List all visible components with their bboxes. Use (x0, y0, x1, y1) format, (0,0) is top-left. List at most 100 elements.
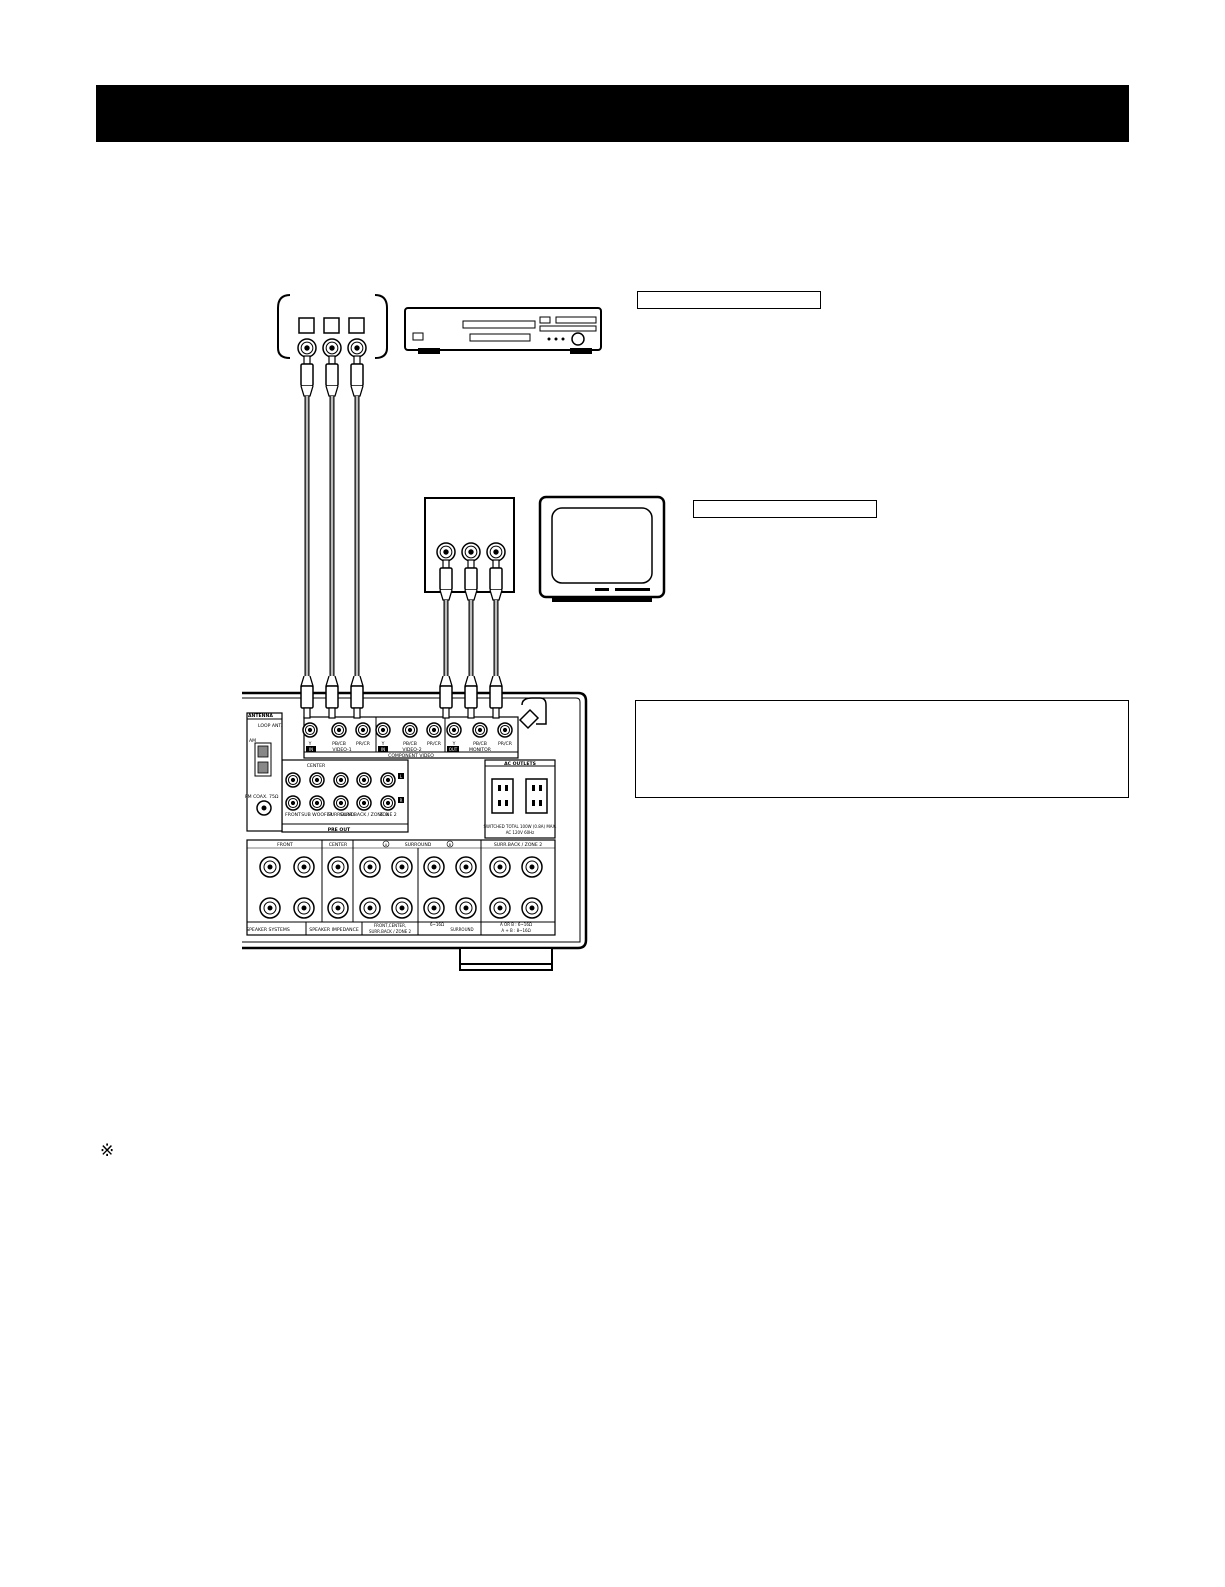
component-video-jack (497, 722, 513, 738)
component-video-jack (472, 722, 488, 738)
reference-mark: ※ (100, 1141, 115, 1161)
speaker-surr-back-label: SURR.BACK / ZONE 2 (494, 842, 542, 848)
component-video-jack (355, 722, 371, 738)
fm-coax-label: FM COAX. 75Ω (245, 794, 279, 800)
note-box (635, 700, 1129, 798)
video2-label: VIDEO-2 (402, 747, 421, 753)
cables-layer (300, 355, 503, 719)
video1-y-label: Y (308, 741, 312, 747)
dvd-plug (300, 355, 314, 397)
monitor-y-label: Y (452, 741, 456, 747)
front-center-label-2: SURR.BACK / ZONE 2 (369, 929, 412, 934)
speaker-terminal (259, 856, 281, 878)
pre-out-jack (309, 772, 325, 788)
pre-out-jack (356, 772, 372, 788)
monitor-label-box (693, 500, 877, 518)
dvd-player (404, 307, 602, 354)
receiver-plug-video1 (300, 675, 314, 719)
video1-in-tag: IN (309, 747, 313, 752)
dvd-player-label-box (637, 291, 821, 309)
receiver-rear-panel (242, 691, 588, 971)
monitor-out-tag: OUT (449, 747, 458, 752)
ac-outlets-spec2: AC 120V 60Hz (506, 830, 535, 835)
monitor-plug (439, 559, 453, 601)
speaker-terminal (423, 897, 445, 919)
receiver-plug-video1 (325, 675, 339, 719)
speaker-b-label: B (449, 843, 452, 847)
preout-front-label: FRONT (285, 812, 301, 818)
preout-center-label: CENTER (307, 763, 326, 769)
speaker-terminal (455, 897, 477, 919)
preout-surr-back-label: SURR.BACK / ZONE 3 (340, 812, 388, 818)
dvd-plug (325, 355, 339, 397)
speaker-terminal (489, 897, 511, 919)
video2-in-tag: IN (381, 747, 385, 752)
speaker-terminal (327, 897, 349, 919)
receiver-plug-monitor (489, 675, 503, 719)
dvd-output-jack (322, 338, 342, 358)
preout-title: PRE OUT (328, 827, 351, 833)
monitor-pb-label: PB/CB (473, 741, 487, 747)
speaker-terminal (423, 856, 445, 878)
speaker-center-label: CENTER (329, 842, 348, 848)
video1-pb-label: PB/CB (332, 741, 346, 747)
receiver-plug-monitor (464, 675, 478, 719)
ab-impedance-label-2: A + B : 8~16Ω (501, 928, 530, 933)
pre-out-jack (333, 772, 349, 788)
video2-pr-label: PR/CR (427, 741, 442, 747)
video2-y-label: Y (381, 741, 385, 747)
speaker-terminal (391, 856, 413, 878)
pre-out-jack (380, 772, 396, 788)
monitor-input-jack (461, 542, 481, 562)
speaker-terminal (489, 856, 511, 878)
ohm-label: 6~16Ω (430, 922, 444, 927)
pre-out-jack (285, 772, 301, 788)
pre-out-jack (309, 795, 325, 811)
pre-out-jack (333, 795, 349, 811)
loop-antenna-label: LOOP ANT. (258, 723, 282, 729)
speaker-terminal (521, 856, 543, 878)
dvd-output-jack (347, 338, 367, 358)
pre-out-jack (285, 795, 301, 811)
dvd-output-jack (297, 338, 317, 358)
dvd-output-panel (277, 294, 388, 359)
receiver-labels: ANTENNA LOOP ANT. AM FM COAX. 75Ω Y PB/C… (245, 713, 557, 934)
jacks-layer (259, 338, 543, 919)
speaker-terminal (391, 897, 413, 919)
speaker-a-label: A (385, 843, 388, 847)
monitor-input-jack (436, 542, 456, 562)
speaker-systems-label: SPEAKER SYSTEMS (246, 927, 290, 933)
video1-label: VIDEO-1 (332, 747, 351, 753)
pre-out-jack (380, 795, 396, 811)
component-video-jack (302, 722, 318, 738)
speaker-surround-label: SURROUND (405, 842, 432, 848)
monitor-plug (489, 559, 503, 601)
component-video-jack (426, 722, 442, 738)
antenna-title: ANTENNA (248, 713, 273, 719)
component-video-jack (331, 722, 347, 738)
component-video-jack (375, 722, 391, 738)
component-video-label: COMPONENT VIDEO (388, 753, 434, 759)
preout-zone2-label: ZONE 2 (379, 812, 397, 818)
pre-out-jack (356, 795, 372, 811)
speaker-terminal (259, 897, 281, 919)
surround-impedance-label: SURROUND (450, 927, 473, 932)
component-video-jack (446, 722, 462, 738)
section-header-bar (96, 85, 1129, 142)
monitor-label: MONITOR (469, 747, 492, 753)
dvd-plug (350, 355, 364, 397)
speaker-terminal (293, 856, 315, 878)
video1-pr-label: PR/CR (356, 741, 371, 747)
speaker-front-label: FRONT (277, 842, 293, 848)
receiver-plug-video1 (350, 675, 364, 719)
preout-surround-label: SURROUND (328, 812, 355, 818)
front-center-label: FRONT,CENTER, (374, 923, 406, 928)
speaker-terminal (293, 897, 315, 919)
speaker-terminal (359, 856, 381, 878)
monitor-pr-label: PR/CR (498, 741, 513, 747)
speaker-terminal (455, 856, 477, 878)
speaker-terminal (521, 897, 543, 919)
ac-outlets-spec: SWITCHED TOTAL 100W (0.8A) MAX. (483, 824, 556, 829)
speaker-terminal (327, 856, 349, 878)
